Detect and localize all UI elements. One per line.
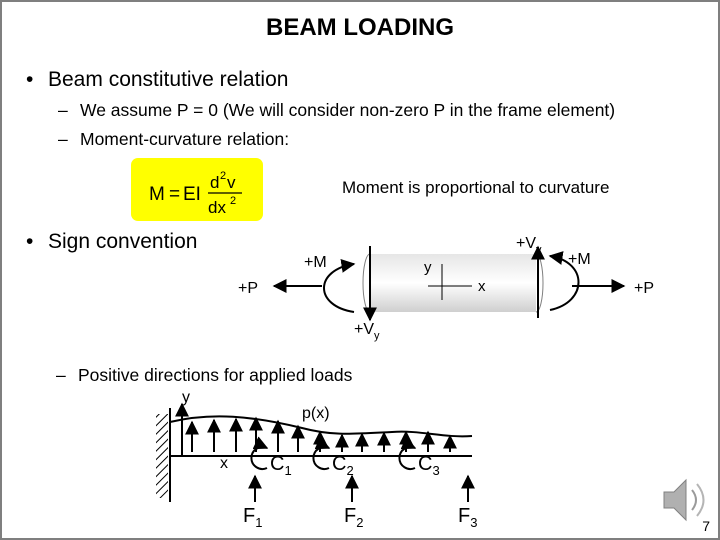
- distributed-load-arrows: [185, 416, 457, 452]
- svg-text:2: 2: [220, 170, 226, 182]
- moment-left-arrow: [323, 258, 356, 313]
- moment-c3-arrow: [398, 436, 417, 470]
- svg-text:dx: dx: [208, 198, 226, 217]
- svg-text:C3: C3: [418, 453, 440, 478]
- bullet-constitutive: •Beam constitutive relation: [26, 68, 289, 91]
- svg-text:y: y: [182, 389, 190, 406]
- svg-text:x: x: [220, 455, 228, 472]
- bullet-sign-convention: •Sign convention: [26, 230, 198, 253]
- svg-text:C2: C2: [332, 453, 354, 478]
- moment-right-arrow: [548, 251, 580, 311]
- svg-text:+Vy: +Vy: [354, 321, 380, 342]
- svg-text:M: M: [149, 184, 165, 205]
- svg-text:+P: +P: [238, 280, 258, 297]
- svg-text:v: v: [227, 173, 236, 192]
- speaker-icon[interactable]: [663, 478, 705, 522]
- svg-text:+Vy: +Vy: [516, 235, 542, 256]
- moment-c2-arrow: [312, 436, 331, 470]
- svg-text:EI: EI: [183, 184, 201, 205]
- svg-text:F1: F1: [243, 505, 262, 530]
- svg-text:+P: +P: [634, 280, 654, 297]
- svg-text:p(x): p(x): [302, 405, 330, 422]
- curvature-note: Moment is proportional to curvature: [342, 178, 610, 197]
- beam-segment: [370, 254, 536, 312]
- applied-loads-diagram: y x p(x) C1 C2: [156, 389, 477, 530]
- svg-text:+M: +M: [568, 251, 591, 268]
- sub-bullet-applied-loads: –Positive directions for applied loads: [56, 365, 353, 385]
- equation-box: [131, 158, 263, 221]
- fixed-support: [156, 414, 168, 498]
- svg-text:x: x: [478, 278, 486, 295]
- sub-bullet-moment-curvature: –Moment-curvature relation:: [58, 129, 290, 149]
- svg-text:y: y: [424, 259, 432, 276]
- svg-text:F2: F2: [344, 505, 363, 530]
- slide-title: BEAM LOADING: [266, 14, 454, 41]
- svg-text:C1: C1: [270, 453, 292, 478]
- svg-text:2: 2: [230, 195, 236, 207]
- svg-text:=: =: [169, 184, 180, 205]
- sign-convention-diagram: +P +P +M +M +Vy +Vy y x: [238, 235, 654, 342]
- moment-curvature-equation: M = EI d 2 v dx 2: [149, 170, 242, 217]
- svg-text:+M: +M: [304, 254, 327, 271]
- moment-c1-arrow: [250, 436, 269, 470]
- sub-bullet-p-zero: –We assume P = 0 (We will consider non-z…: [58, 100, 616, 120]
- svg-text:d: d: [210, 173, 219, 192]
- svg-text:F3: F3: [458, 505, 477, 530]
- page-number: 7: [702, 518, 710, 534]
